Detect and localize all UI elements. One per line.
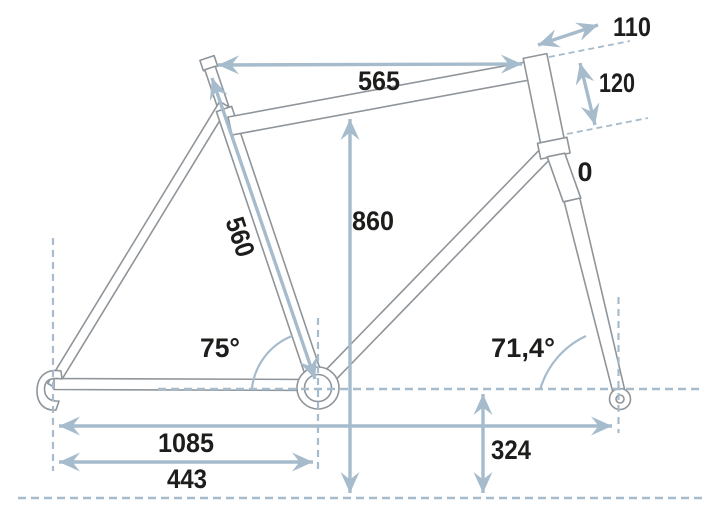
dimension-arrows [59, 22, 612, 493]
bb-height-label: 324 [491, 435, 531, 465]
head-tube-angle-label: 71,4° [491, 333, 555, 363]
standover-height-label: 860 [352, 206, 394, 236]
seat-angle-arc [250, 334, 293, 389]
seat-tube-angle-label: 75° [200, 333, 240, 363]
head-tube-bottom-extension [566, 117, 649, 135]
steerer-tube [546, 152, 582, 203]
fork-blade [563, 197, 627, 399]
stem-dim-arrow [537, 22, 599, 48]
front-axle [615, 394, 625, 404]
head-tube-dim-arrow [575, 62, 600, 126]
chainstay-length-label: 443 [167, 464, 207, 494]
head-angle-arc [538, 335, 587, 391]
spacer-height-label: 0 [578, 157, 593, 187]
head-tube-top-extension [548, 40, 631, 58]
head-tube-length-label: 120 [599, 68, 635, 98]
wheelbase-label: 1085 [158, 428, 214, 458]
top-tube-length-label: 565 [358, 66, 400, 96]
head-tube [522, 52, 566, 148]
rear-dropout [36, 369, 63, 411]
stem-length-label: 110 [613, 12, 651, 42]
seat-tube-dim-arrow [209, 77, 318, 380]
dimension-labels: 110 120 0 565 860 560 75° 71,4° 1085 443… [158, 12, 651, 494]
reference-lines [18, 40, 703, 500]
top-tube-dim-arrow [217, 54, 523, 75]
